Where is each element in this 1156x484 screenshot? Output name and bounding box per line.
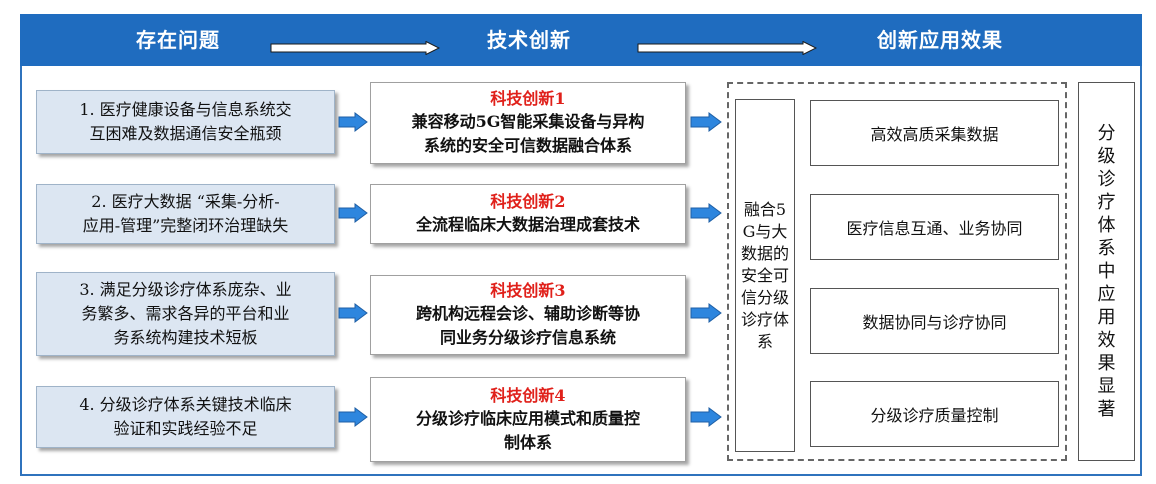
right-arrow-icon — [690, 112, 722, 132]
header-arrow-icon — [637, 41, 817, 55]
right-arrow-icon — [338, 303, 368, 323]
header-bar: 存在问题 技术创新 创新应用效果 — [20, 14, 1142, 66]
innovation-box-2: 科技创新2 全流程临床大数据治理成套技术 — [370, 184, 686, 244]
innovation-title: 科技创新1 — [490, 89, 566, 108]
stage-problems-title: 存在问题 — [136, 28, 220, 52]
effect-box-2: 医疗信息互通、业务协同 — [810, 194, 1059, 260]
problem-box-1: 1. 医疗健康设备与信息系统交 互困难及数据通信安全瓶颈 — [36, 90, 335, 154]
right-arrow-icon — [690, 203, 722, 223]
effects-container — [727, 82, 1067, 461]
problem-box-4: 4. 分级诊疗体系关键技术临床 验证和实践经验不足 — [36, 386, 335, 448]
right-arrow-icon — [690, 407, 722, 427]
problem-box-3: 3. 满足分级诊疗体系庞杂、业 务繁多、需求各异的平台和业 务系统构建技术短板 — [36, 272, 335, 356]
header-arrow-icon — [270, 41, 440, 55]
innovation-box-3: 科技创新3 跨机构远程会诊、辅助诊断等协 同业务分级诊疗信息系统 — [370, 275, 686, 355]
problem-box-2: 2. 医疗大数据 “采集-分析- 应用-管理”完整闭环治理缺失 — [36, 184, 335, 244]
right-arrow-icon — [338, 112, 368, 132]
innovation-box-4: 科技创新4 分级诊疗临床应用模式和质量控 制体系 — [370, 377, 686, 462]
effect-box-1: 高效高质采集数据 — [810, 100, 1059, 166]
innovation-description: 跨机构远程会诊、辅助诊断等协 同业务分级诊疗信息系统 — [415, 304, 640, 347]
right-arrow-icon — [690, 303, 722, 323]
fusion-system-box: 融合5G与大数据的安全可信分级诊疗体系 — [735, 99, 795, 452]
summary-text: 分级诊疗体系中应用效果显著 — [1097, 123, 1116, 420]
effect-box-4: 分级诊疗质量控制 — [810, 381, 1059, 447]
summary-box: 分级诊疗体系中应用效果显著 — [1078, 82, 1135, 461]
stage-effects-title: 创新应用效果 — [877, 28, 1003, 52]
innovation-description: 全流程临床大数据治理成套技术 — [415, 215, 640, 234]
innovation-description: 兼容移动5G智能采集设备与异构 系统的安全可信数据融合体系 — [411, 112, 645, 155]
right-arrow-icon — [338, 407, 368, 427]
right-arrow-icon — [338, 203, 368, 223]
innovation-title: 科技创新3 — [490, 281, 566, 300]
innovation-box-1: 科技创新1 兼容移动5G智能采集设备与异构 系统的安全可信数据融合体系 — [370, 82, 686, 164]
innovation-title: 科技创新2 — [490, 192, 566, 211]
stage-innovation-title: 技术创新 — [487, 28, 571, 52]
innovation-description: 分级诊疗临床应用模式和质量控 制体系 — [415, 408, 640, 452]
effect-box-3: 数据协同与诊疗协同 — [810, 288, 1059, 354]
innovation-title: 科技创新4 — [490, 385, 566, 405]
